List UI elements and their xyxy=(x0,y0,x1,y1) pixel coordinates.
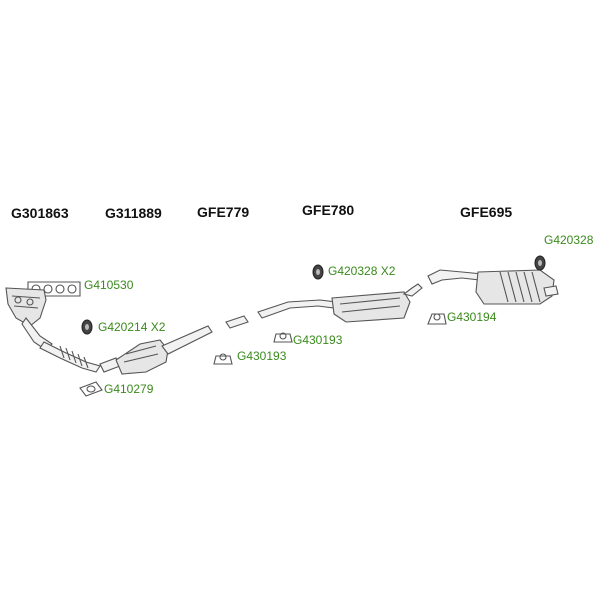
hanger-rear[interactable] xyxy=(427,313,447,325)
header-center-box: GFE780 xyxy=(302,202,355,218)
hanger-middle[interactable] xyxy=(273,332,293,343)
code-gasket-ring[interactable]: G410279 xyxy=(104,382,154,396)
exhaust-manifold[interactable] xyxy=(5,287,53,351)
code-clamp-rear[interactable]: G420328 xyxy=(544,233,594,247)
code-gasket-manifold[interactable]: G410530 xyxy=(84,278,134,292)
code-clamp-front[interactable]: G420214 X2 xyxy=(98,320,166,334)
header-front-pipe: G311889 xyxy=(105,205,162,221)
header-catalyst: GFE779 xyxy=(197,204,250,220)
code-clamp-center[interactable]: G420328 X2 xyxy=(328,264,396,278)
header-rear-box: GFE695 xyxy=(460,204,513,220)
clamp-front[interactable] xyxy=(81,319,93,335)
code-hanger-catalyst[interactable]: G430193 xyxy=(237,349,287,363)
center-silencer[interactable] xyxy=(257,283,423,323)
rear-silencer[interactable] xyxy=(427,269,559,305)
code-hanger-rear[interactable]: G430194 xyxy=(447,310,497,324)
code-hanger-middle[interactable]: G430193 xyxy=(293,333,343,347)
clamp-rear[interactable] xyxy=(534,255,546,271)
catalytic-converter[interactable] xyxy=(99,325,213,375)
header-manifold: G301863 xyxy=(11,205,69,221)
connector-pipe[interactable] xyxy=(225,315,249,329)
hanger-catalyst[interactable] xyxy=(213,353,233,365)
ring-gasket[interactable] xyxy=(79,381,103,397)
front-pipe[interactable] xyxy=(39,341,101,373)
clamp-center[interactable] xyxy=(312,264,324,280)
